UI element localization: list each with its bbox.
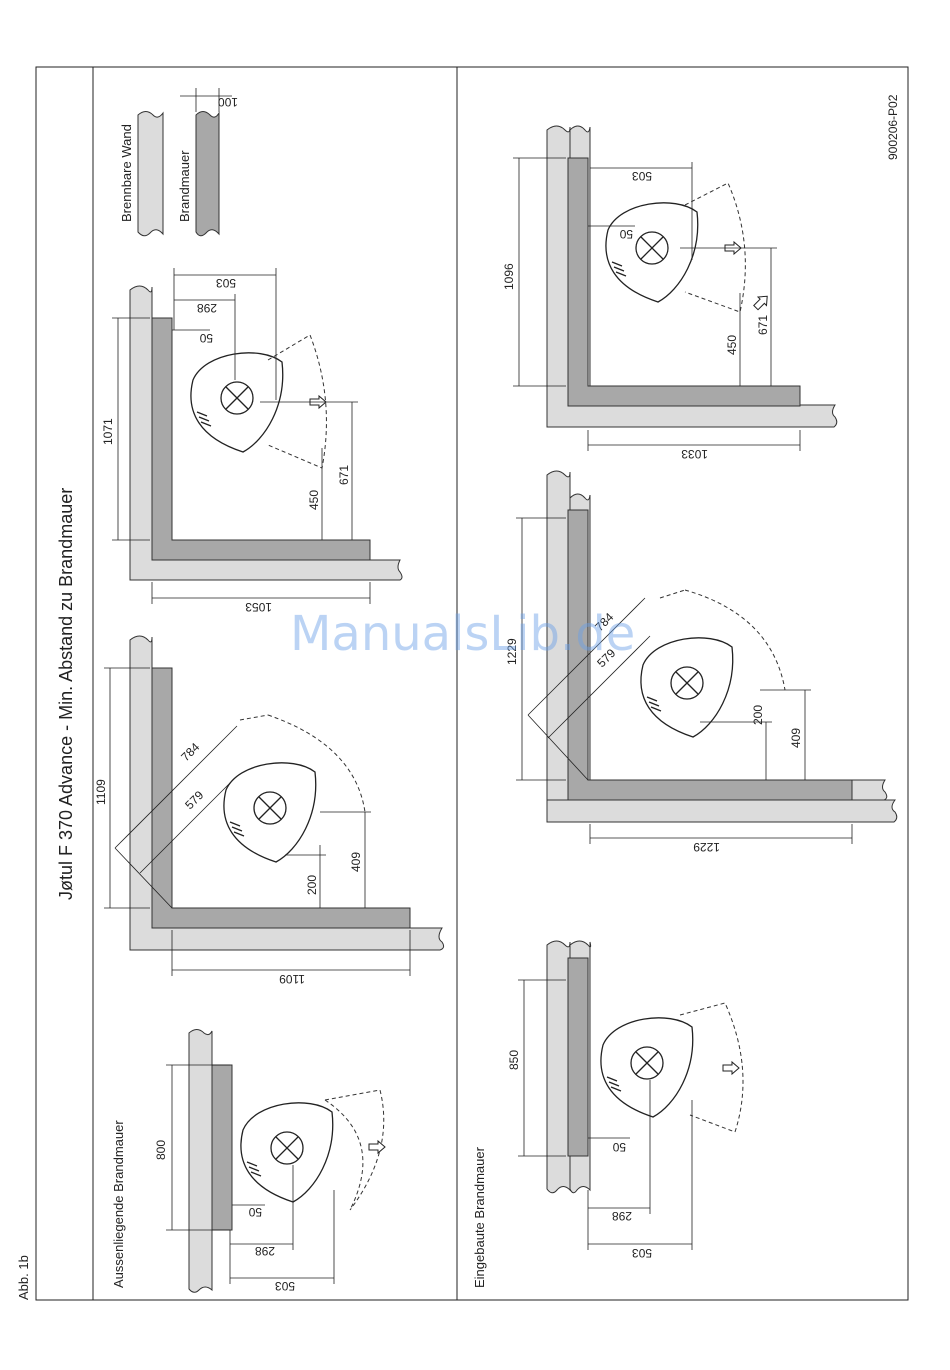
dim-a1-503: 503: [275, 1279, 295, 1293]
legend-label-firewall: Brandmauer: [177, 150, 192, 222]
dim-b3-450: 450: [725, 335, 739, 355]
legend-swatch-combustible: [138, 112, 163, 236]
dim-a3-50: 50: [199, 331, 213, 345]
dim-a2-1109-horizontal: 1109: [279, 972, 305, 986]
dim-a1-800: 800: [154, 1140, 168, 1160]
dim-b1-850: 850: [507, 1050, 521, 1070]
legend-swatch-firewall: [196, 112, 219, 236]
legend-label-combustible: Brennbare Wand: [119, 124, 134, 222]
page-title: Jøtul F 370 Advance - Min. Abstand zu Br…: [56, 488, 76, 900]
dim-b2-200: 200: [751, 705, 765, 725]
dim-b3-1033: 1033: [681, 447, 708, 461]
dim-a3-503: 503: [216, 276, 236, 290]
dim-b3-1096: 1096: [502, 263, 516, 290]
dim-a2-784: 784: [178, 740, 202, 764]
dim-a3-671: 671: [337, 465, 351, 485]
dim-b1-298: 298: [612, 1209, 632, 1223]
diagram-builtin-straight: 850 50 298 503: [507, 941, 743, 1260]
dim-a3-1071: 1071: [101, 418, 115, 445]
drawing-number: 900206-P02: [886, 94, 900, 160]
watermark: ManualsLib.de: [290, 606, 635, 662]
dim-a2-409: 409: [349, 852, 363, 872]
dim-a3-450: 450: [307, 490, 321, 510]
legend-dim-thickness: 100: [218, 95, 238, 109]
dim-b3-50: 50: [619, 227, 633, 241]
dim-a3-298: 298: [197, 301, 217, 315]
dim-b3-503: 503: [632, 169, 652, 183]
section-label-outer: Aussenliegende Brandmauer: [111, 1120, 126, 1288]
dim-b2-409: 409: [789, 728, 803, 748]
diagram-outer-straight: 800 50 298 503: [154, 1030, 385, 1294]
dim-b2-1229-horizontal: 1229: [693, 840, 720, 854]
diagram-builtin-corner-square: 1096 503 50 450 671 1033: [502, 126, 837, 461]
dim-a2-1109-vertical: 1109: [94, 779, 108, 805]
dim-a1-50: 50: [248, 1205, 262, 1219]
figure-label: Abb. 1b: [16, 1255, 31, 1300]
section-label-built-in: Eingebaute Brandmauer: [472, 1146, 487, 1288]
dim-b3-671: 671: [756, 315, 770, 335]
dim-a2-579: 579: [182, 788, 206, 812]
dim-b1-503: 503: [632, 1246, 652, 1260]
dim-a3-1053: 1053: [245, 600, 272, 614]
legend: Brennbare Wand Brandmauer 100: [119, 88, 238, 236]
dim-a1-298: 298: [255, 1244, 275, 1258]
dim-a2-200: 200: [305, 875, 319, 895]
dim-b1-50: 50: [612, 1140, 626, 1154]
diagram-outer-corner-square: 1071 503 298 50 450 671 1053: [101, 268, 402, 614]
